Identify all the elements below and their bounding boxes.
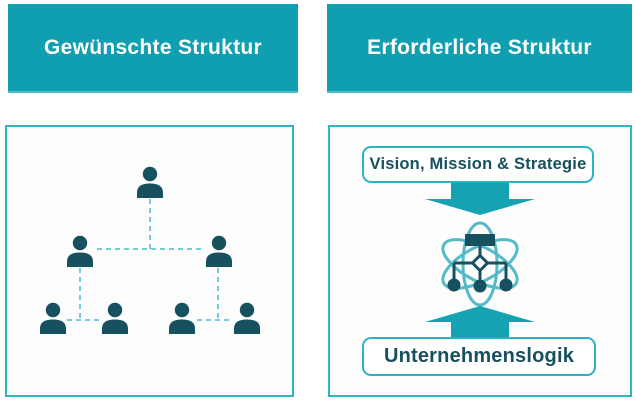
person-icon (206, 235, 232, 267)
business-logic-label: Unternehmenslogik (383, 345, 575, 367)
person-icon (137, 166, 163, 198)
org-chart (40, 166, 260, 334)
person-icon (169, 302, 195, 334)
vision-mission-strategy-box: Vision, Mission & Strategie (362, 146, 594, 183)
person-icon (40, 302, 66, 334)
desired-structure-box (5, 125, 294, 397)
person-icon (234, 302, 260, 334)
person-icon (67, 235, 93, 267)
business-logic-box: Unternehmenslogik (362, 337, 596, 376)
desired-structure-header-label: Gewünschte Struktur (43, 35, 263, 59)
required-structure-header-label: Erforderliche Struktur (367, 35, 592, 59)
person-icon (102, 302, 128, 334)
atom-network-icon (441, 221, 519, 307)
atom-org-structure (447, 234, 513, 293)
arrow-down-icon (425, 183, 535, 215)
required-structure-box: Vision, Mission & Strategie (328, 125, 632, 397)
vision-mission-strategy-label: Vision, Mission & Strategie (369, 155, 587, 173)
arrow-up-icon (425, 306, 535, 338)
desired-structure-header: Gewünschte Struktur (8, 4, 298, 93)
required-structure-header: Erforderliche Struktur (327, 4, 632, 93)
org-connector-lines (67, 199, 232, 321)
